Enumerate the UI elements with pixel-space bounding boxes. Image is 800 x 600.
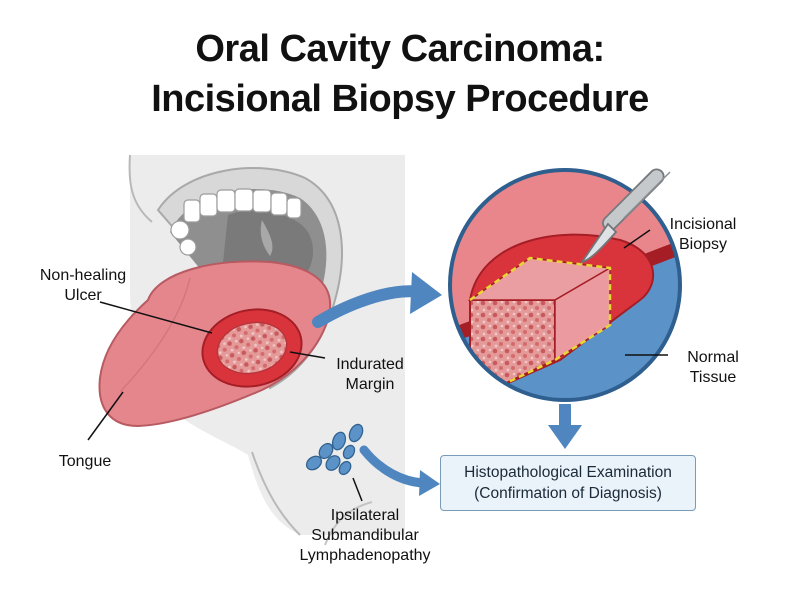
magnified-view bbox=[448, 168, 682, 402]
label-normal-tissue: Normal Tissue bbox=[687, 349, 739, 386]
arrow-to-exam-head bbox=[548, 425, 582, 449]
ulcer bbox=[216, 321, 288, 375]
tongue-midline bbox=[119, 277, 191, 393]
histopathology-subtitle: (Confirmation of Diagnosis) bbox=[474, 485, 662, 502]
title-line-1: Oral Cavity Carcinoma: bbox=[195, 28, 605, 70]
face-panel bbox=[98, 154, 405, 546]
lymph-nodes bbox=[305, 423, 364, 476]
arrow-lymph-to-exam bbox=[359, 445, 429, 488]
arrow-lymph-to-exam-head bbox=[419, 470, 440, 496]
jaw-outline bbox=[251, 451, 301, 536]
histopathology-title: Histopathological Examination bbox=[464, 464, 672, 481]
arrow-to-magnified-head bbox=[410, 272, 442, 314]
incision-line bbox=[469, 256, 612, 400]
scalpel bbox=[579, 168, 671, 264]
label-lymphadenopathy: Ipsilateral Submandibular Lymphadenopath… bbox=[299, 507, 431, 564]
face-profile-outline bbox=[128, 154, 153, 223]
scalpel-blade bbox=[579, 222, 618, 264]
left-molars bbox=[170, 220, 197, 256]
histopathology-box: Histopathological Examination (Confirmat… bbox=[440, 455, 696, 511]
label-ulcer: Non-healing Ulcer bbox=[39, 267, 127, 304]
uvula bbox=[260, 220, 273, 256]
arrow-to-exam-shaft bbox=[559, 404, 571, 428]
label-incisional-biopsy: Incisional Biopsy bbox=[669, 216, 737, 253]
neck-line bbox=[324, 501, 373, 546]
title-line-2: Incisional Biopsy Procedure bbox=[151, 78, 649, 120]
magnifier-ring bbox=[448, 168, 682, 402]
label-indurated-margin: Indurated Margin bbox=[336, 356, 404, 393]
upper-teeth bbox=[183, 188, 302, 223]
label-tongue: Tongue bbox=[58, 453, 112, 470]
leader-lines bbox=[87, 229, 668, 502]
